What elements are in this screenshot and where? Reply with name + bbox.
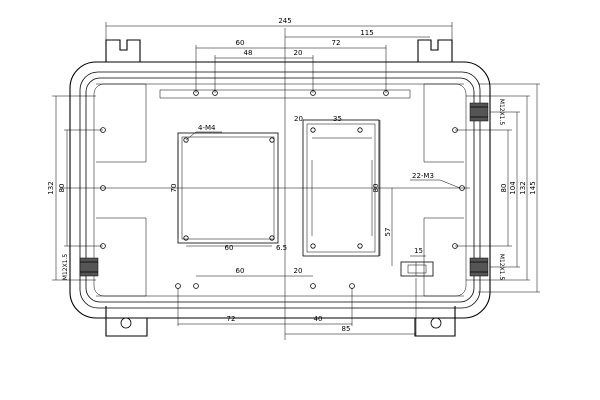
dim-70: 70 <box>170 184 178 193</box>
bottom-dimensions: 60 20 72 40 85 <box>177 267 417 336</box>
m3-hole <box>175 283 181 289</box>
inner-bosses <box>96 83 464 297</box>
perimeter-holes: 22-M3 <box>100 90 465 289</box>
thread-left: M12X1.5 <box>62 254 69 281</box>
dim-center-80: 80 <box>372 184 380 193</box>
dim-right-104: 104 <box>509 181 517 195</box>
cable-glands: M12X1.5 M12X1.5 M12X1.5 <box>62 99 505 281</box>
dim-bottom-20: 20 <box>294 267 303 275</box>
dim-mid-20: 20 <box>294 115 303 123</box>
dim-245: 245 <box>278 17 291 25</box>
m3-hole <box>310 127 316 133</box>
m4-hole <box>183 235 189 241</box>
bracket: 15 57 <box>384 188 434 277</box>
top-dimensions: 245 115 60 48 20 72 <box>105 17 453 93</box>
dim-bottom-40: 40 <box>314 315 323 323</box>
dim-right-145: 145 <box>529 181 537 194</box>
left-dimensions: 132 80 <box>47 95 103 281</box>
dim-bottom-60: 60 <box>236 267 245 275</box>
m3-hole <box>357 243 363 249</box>
dim-bottom-85: 85 <box>342 325 351 333</box>
m4-hole <box>269 235 275 241</box>
dim-top-20: 20 <box>294 49 303 57</box>
dim-6-5: 6.5 <box>276 244 287 252</box>
dim-top-48: 48 <box>244 49 253 57</box>
label-22m3: 22-M3 <box>412 172 434 180</box>
right-dimensions: 80 104 132 145 <box>455 83 540 293</box>
dim-sq-60: 60 <box>225 244 234 252</box>
dim-bottom-72: 72 <box>227 315 236 323</box>
dim-bracket-15: 15 <box>414 247 423 255</box>
m4-hole <box>269 137 275 143</box>
m3-hole <box>357 127 363 133</box>
dim-right-80: 80 <box>500 184 508 193</box>
m3-hole <box>100 185 106 191</box>
dim-mid-35: 35 <box>333 115 342 123</box>
label-4m4: 4-M4 <box>198 124 216 132</box>
dim-57: 57 <box>384 228 392 237</box>
m4-hole <box>183 137 189 143</box>
left-plate: 4-M4 70 60 6.5 <box>170 124 287 252</box>
dim-right-132: 132 <box>519 181 527 194</box>
dim-115: 115 <box>360 29 373 37</box>
housing-outline <box>69 39 491 337</box>
m3-hole <box>310 283 316 289</box>
m3-hole <box>310 243 316 249</box>
dim-left-80: 80 <box>58 184 66 193</box>
right-plate: 20 35 80 <box>294 115 381 257</box>
m3-hole <box>349 283 355 289</box>
m3-hole <box>193 283 199 289</box>
dim-top-72: 72 <box>332 39 341 47</box>
dim-left-132: 132 <box>47 181 55 194</box>
dim-top-60: 60 <box>236 39 245 47</box>
centre-lines <box>60 28 470 340</box>
